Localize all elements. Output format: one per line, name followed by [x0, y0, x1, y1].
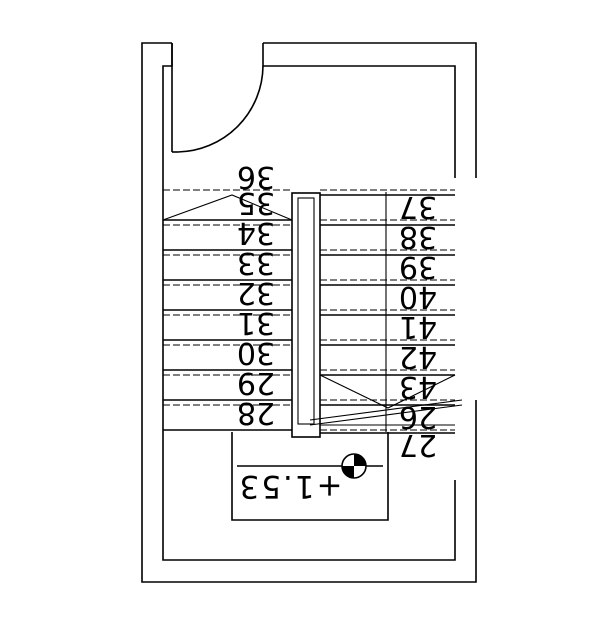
- step-number: 29: [237, 365, 275, 400]
- step-number: 30: [237, 335, 275, 370]
- step-number: 31: [237, 305, 275, 340]
- elevation-marker-icon: [341, 453, 367, 479]
- step-number: 40: [399, 279, 437, 314]
- step-number: 36: [237, 159, 275, 194]
- step-number: 28: [237, 395, 275, 430]
- step-number: 41: [399, 309, 437, 344]
- step-number: 26: [399, 399, 437, 434]
- step-number: 32: [237, 275, 275, 310]
- newel-wall: [291, 192, 321, 438]
- step-number: 39: [399, 249, 437, 284]
- right-step-numbers: 37 38 39 40 41 42 43 26 27: [399, 189, 437, 462]
- step-number: 34: [237, 215, 275, 250]
- outer-wall: [141, 42, 477, 583]
- step-number: 33: [237, 245, 275, 280]
- step-number: 43: [399, 369, 437, 404]
- step-number: 35: [237, 185, 275, 220]
- door-swing: [171, 65, 264, 153]
- step-number: 42: [399, 339, 437, 374]
- step-number: 27: [399, 427, 437, 462]
- step-number: 37: [399, 189, 437, 224]
- left-step-numbers: 36 35 34 33 32 31 30 29 28: [237, 159, 275, 430]
- elevation-label: +1.53: [238, 468, 343, 504]
- step-number: 38: [399, 219, 437, 254]
- right-flight-treads: [309, 189, 463, 434]
- left-flight-treads: [162, 189, 293, 431]
